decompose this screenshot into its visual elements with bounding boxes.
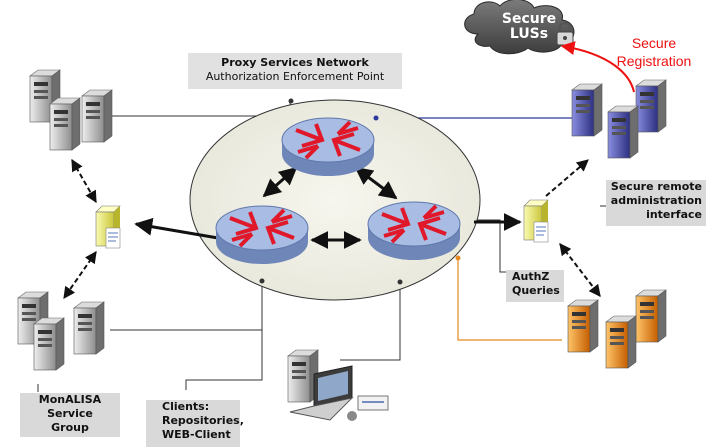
- secure-lus-label: Secure LUSs: [501, 11, 557, 42]
- laptop-icon: [287, 349, 389, 421]
- cloud-icon: [464, 0, 575, 55]
- gateway-server-icon: [95, 205, 121, 249]
- router-links: [134, 166, 522, 249]
- server-rack-icon: [567, 289, 667, 369]
- router-icon: [280, 116, 376, 178]
- server-rack-icon: [17, 291, 105, 371]
- clients-label: Clients: Repositories, WEB-Client: [146, 400, 244, 447]
- server-rack-icon: [29, 69, 113, 151]
- server-rack-icon: [571, 79, 667, 159]
- proxy-title: Proxy Services Network: [221, 56, 369, 69]
- secure-registration-arrow: [560, 41, 635, 93]
- gateway-server-icon: [523, 199, 549, 243]
- lus-link-line: [457, 258, 562, 341]
- monalisa-group-label: MonALISA Service Group: [20, 393, 120, 437]
- proxy-subtitle: Authorization Enforcement Point: [205, 70, 385, 83]
- secure-registration-label: Secure Registration: [616, 35, 692, 69]
- proxy-services-label: Proxy Services Network Authorization Enf…: [188, 53, 402, 89]
- router-icon: [214, 204, 310, 266]
- authz-queries-label: AuthZ Queries: [506, 270, 564, 302]
- admin-interface-label: Secure remote administration interface: [606, 180, 706, 226]
- router-icon: [366, 200, 462, 262]
- dashed-links: [63, 158, 601, 299]
